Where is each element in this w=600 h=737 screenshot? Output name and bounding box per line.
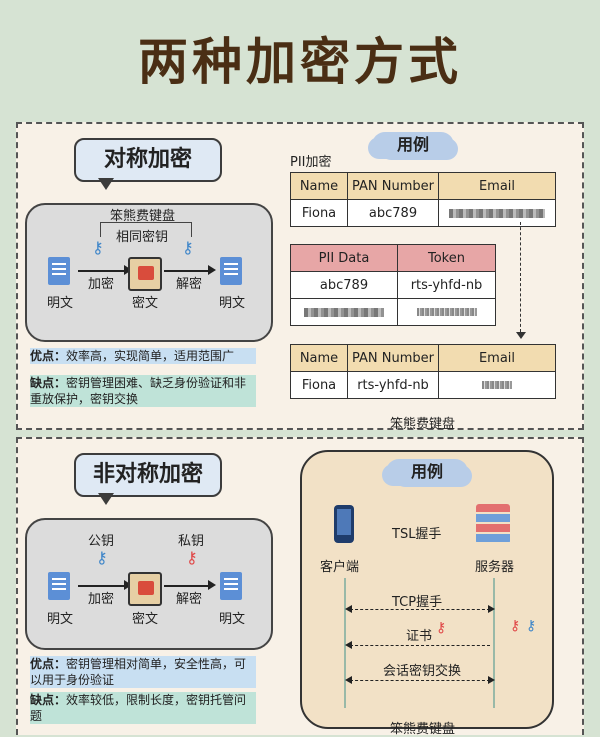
watermark: 笨熊费键盘 [110,209,176,224]
dashed-arrow [520,222,521,332]
plaintext-label: 明文 [47,612,74,627]
lock-icon [138,266,154,280]
blurred-cell [290,298,398,326]
pii-table: Name PAN Number Email Fiona abc789 [290,172,556,227]
lock-icon [138,581,154,595]
table-cell: abc789 [347,199,439,227]
bubble-tail [98,493,114,505]
ciphertext-label: 密文 [132,296,159,311]
tcp-label: TCP握手 [392,595,443,610]
arrow [164,270,210,272]
table-header: Name [290,344,348,372]
symmetric-heading: 对称加密 [74,138,222,182]
arrow-head [345,605,352,613]
table-cell: abc789 [290,271,398,299]
key-bracket [100,222,192,237]
pros-text: 密钥管理相对简单，安全性高，可以用于身份验证 [30,657,247,687]
plaintext-label: 明文 [219,296,246,311]
table-header: Name [290,172,348,200]
table-header: PAN Number [347,172,439,200]
arrow-head [488,676,495,684]
page-title: 两种加密方式 [138,33,462,91]
document-icon [48,257,70,285]
tls-box [300,450,554,729]
watermark: 笨熊费键盘 [390,722,456,737]
tcp-arrow [350,609,490,610]
server-icon [476,504,510,544]
arrow [78,270,126,272]
cons-text: 密钥管理困难、缺乏身份验证和非重放保护，密钥交换 [30,376,247,406]
arrow-head [516,332,526,339]
public-key-label: 公钥 [88,534,115,549]
blurred-email [438,371,556,399]
tokenized-table: Name PAN Number Email Fiona rts-yhfd-nb [290,344,556,399]
table-cell: rts-yhfd-nb [347,371,439,399]
cons-label: 缺点： [30,376,67,390]
blurred-cell [397,298,496,326]
server-label: 服务器 [475,560,515,575]
red-key-icon: ⚷ [186,548,198,567]
session-arrow [350,680,490,681]
pros-note: 优点：效率高，实现简单，适用范围广 [30,348,256,364]
table-header: Email [438,172,556,200]
token-table: PII Data Token abc789 rts-yhfd-nb [290,244,496,326]
private-key-label: 私钥 [178,534,205,549]
cons-text: 效率较低，限制长度，密钥托管问题 [30,693,247,723]
encrypt-label: 加密 [88,277,115,292]
red-key-icon: ⚷ [436,620,447,636]
table-header: Email [438,344,556,372]
key-icon: ⚷ [182,238,194,257]
plaintext-label: 明文 [219,612,246,627]
key-icon: ⚷ [92,238,104,257]
bubble-tail [98,178,114,190]
document-icon [220,572,242,600]
example-cloud: 用例 [372,132,454,158]
pii-label: PII加密 [290,155,332,170]
pros-text: 效率高，实现简单，适用范围广 [66,349,235,363]
table-header: PII Data [290,244,398,272]
table-header: PAN Number [347,344,439,372]
ciphertext-label: 密文 [132,612,159,627]
cert-label: 证书 [406,629,433,644]
plaintext-label: 明文 [47,296,74,311]
table-cell: Fiona [290,199,348,227]
cert-arrow [350,645,490,646]
arrow-head [488,605,495,613]
pros-note: 优点：密钥管理相对简单，安全性高，可以用于身份验证 [30,656,256,688]
pros-label: 优点： [30,349,67,363]
blue-key-icon: ⚷ [96,548,108,567]
session-label: 会话密钥交换 [383,664,462,679]
blurred-email [438,199,556,227]
document-icon [220,257,242,285]
arrow-head [345,641,352,649]
encrypt-label: 加密 [88,592,115,607]
document-icon [48,572,70,600]
shared-key-label: 相同密钥 [116,226,169,245]
pros-label: 优点： [30,657,67,671]
arrow [78,585,126,587]
tls-label: TSL握手 [392,527,442,542]
decrypt-label: 解密 [176,277,203,292]
cons-note: 缺点：密钥管理困难、缺乏身份验证和非重放保护，密钥交换 [30,375,256,407]
arrow [164,585,210,587]
cons-note: 缺点：效率较低，限制长度，密钥托管问题 [30,692,256,724]
server-lifeline [493,578,495,708]
decrypt-label: 解密 [176,592,203,607]
client-label: 客户端 [320,560,360,575]
cons-label: 缺点： [30,693,67,707]
blue-key-icon: ⚷ [526,618,537,634]
arrow [208,265,216,275]
arrow [208,580,216,590]
table-cell: rts-yhfd-nb [397,271,496,299]
table-header: Token [397,244,496,272]
phone-icon [334,505,354,543]
example-cloud: 用例 [386,459,468,485]
table-cell: Fiona [290,371,348,399]
asymmetric-heading: 非对称加密 [74,453,222,497]
red-key-icon: ⚷ [510,618,521,634]
arrow-head [345,676,352,684]
watermark: 笨熊费键盘 [390,417,456,432]
